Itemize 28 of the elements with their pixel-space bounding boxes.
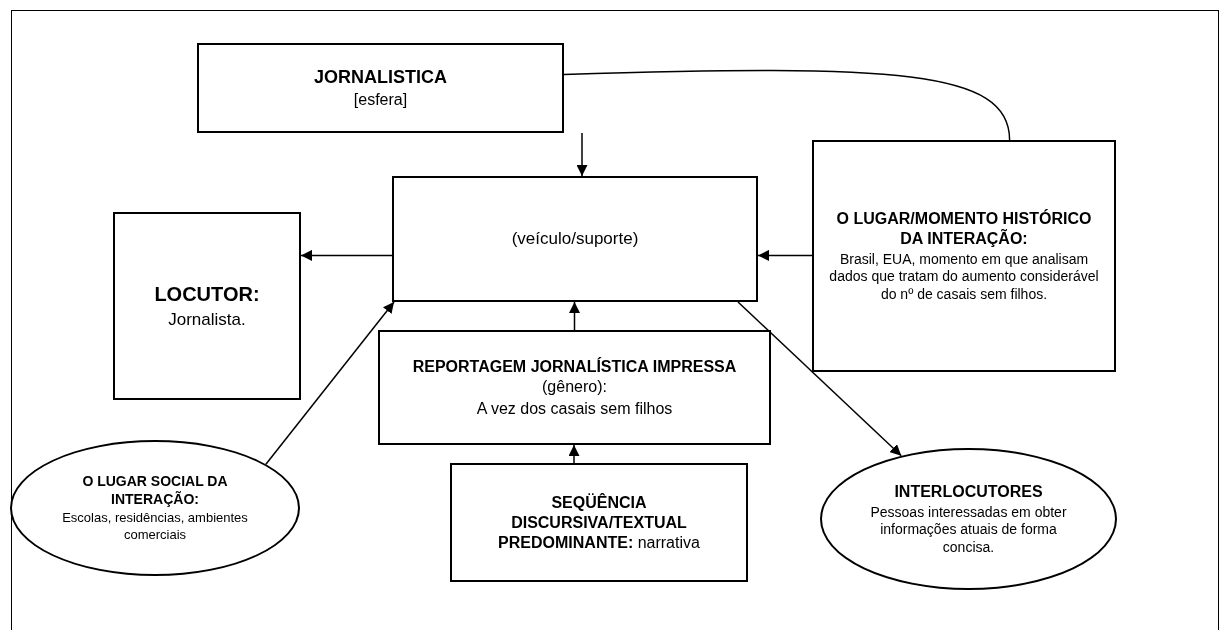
connector-line	[563, 69, 1011, 141]
node-text: A vez dos casais sem filhos	[476, 398, 673, 419]
node-text: LOCUTOR:	[154, 281, 260, 307]
node-text: INTERLOCUTORES	[894, 481, 1043, 502]
arrow	[300, 249, 393, 261]
node-text: [esfera]	[353, 90, 408, 111]
node-text: REPORTAGEM JORNALÍSTICA IMPRESSA (gênero):	[411, 356, 738, 397]
text-box	[812, 140, 1116, 372]
arrow	[568, 444, 580, 464]
node-text: O LUGAR/MOMENTO HISTÓRICO DA INTERAÇÃO:	[835, 208, 1093, 249]
arrow	[737, 301, 902, 457]
node-text: Jornalista.	[168, 308, 246, 331]
node-text: JORNALISTICA	[314, 65, 447, 89]
text-box	[197, 43, 564, 133]
text-box	[378, 330, 771, 445]
arrow	[576, 132, 588, 177]
node-text: Escolas, residências, ambientes comerciais	[61, 510, 249, 543]
arrow	[757, 249, 813, 261]
node-text: (veículo/suporte)	[511, 228, 639, 250]
text-box	[392, 176, 758, 302]
text-box	[450, 463, 748, 582]
node-text: SEQÜÊNCIA DISCURSIVA/TEXTUAL PREDOMINANTE: narrativa	[497, 492, 701, 553]
text-box	[113, 212, 301, 400]
node-text: O LUGAR SOCIAL DA INTERAÇÃO:	[81, 473, 229, 509]
arrow	[569, 301, 580, 331]
node-text: Pessoas interessadas em obter informações atuais de forma concisa.	[869, 503, 1068, 557]
arrow	[265, 301, 395, 465]
node-text: Brasil, EUA, momento em que analisam dados que tratam do aumento considerável do nº de casais sem filhos.	[828, 250, 1100, 304]
